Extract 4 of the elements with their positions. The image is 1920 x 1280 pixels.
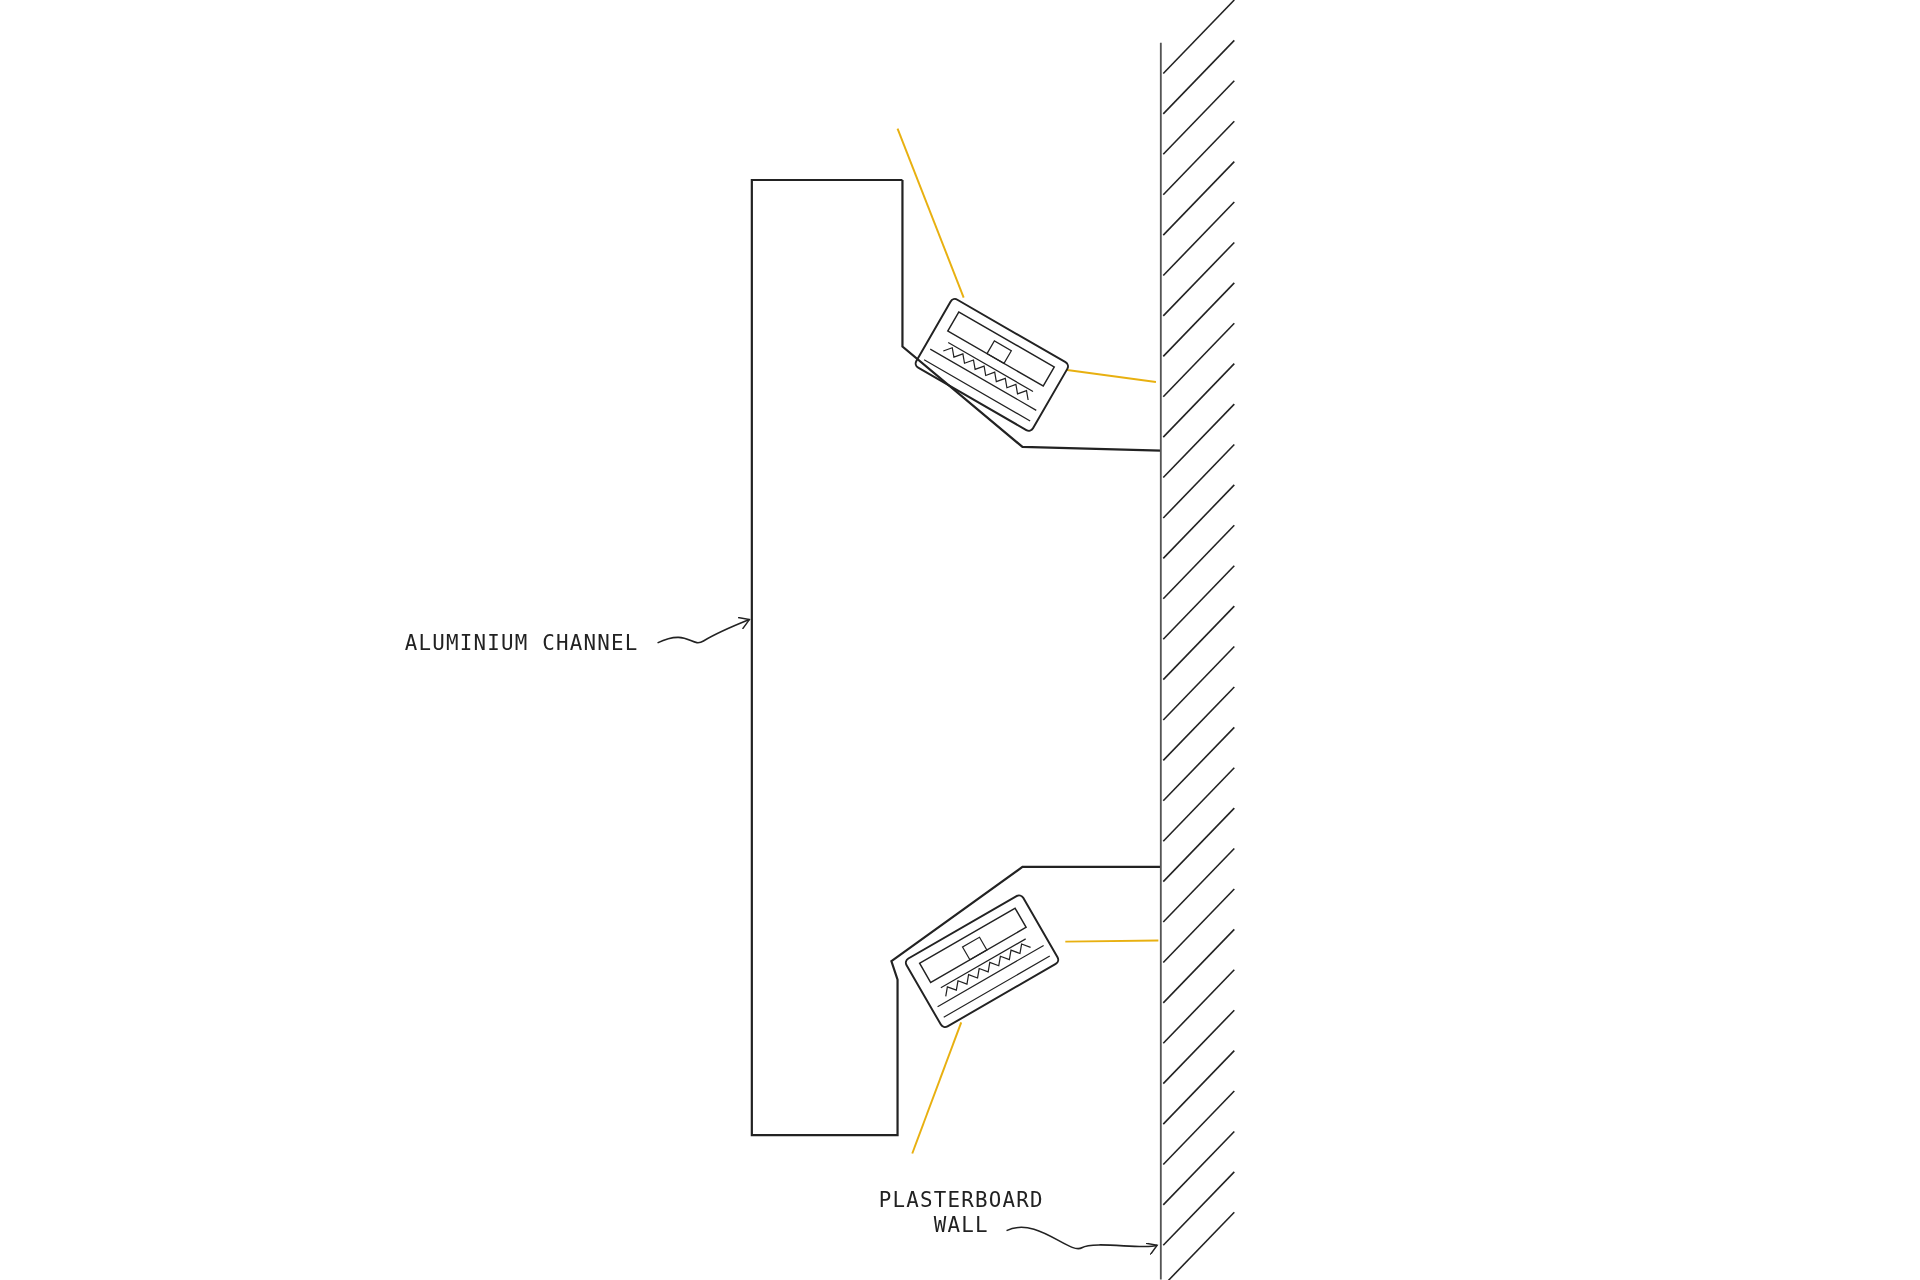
leader-line	[656, 616, 751, 644]
channel-label: ALUMINIUM CHANNEL	[403, 630, 640, 656]
wall-label: PLASTERBOARD WALL	[877, 1187, 1045, 1237]
leader-line	[1005, 1226, 1158, 1255]
